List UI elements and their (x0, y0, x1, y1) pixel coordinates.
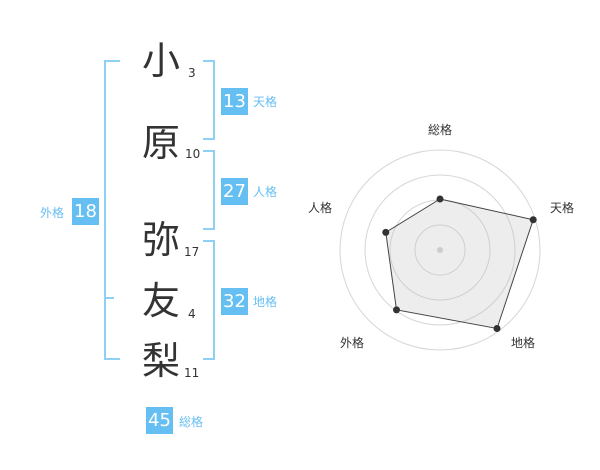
radar-point-3 (493, 324, 501, 332)
radar-point-1 (436, 195, 444, 203)
stroke-count-5: 11 (184, 366, 200, 380)
radar-axis-chikaku: 地格 (511, 336, 536, 350)
gaikaku-bracket (104, 60, 120, 360)
stroke-count-4: 4 (188, 307, 196, 321)
name-char-4: 友 (142, 279, 181, 323)
radar-axis-soukaku: 総格 (428, 123, 453, 137)
name-char-3: 弥 (142, 218, 181, 262)
jinkaku-badge: 27 (221, 178, 248, 205)
stroke-count-1: 3 (188, 66, 196, 80)
stroke-count-2: 10 (185, 147, 201, 161)
name-char-1: 小 (142, 39, 181, 83)
soukaku-label: 総格 (179, 415, 204, 429)
tenkaku-bracket (203, 60, 215, 140)
chikaku-label: 地格 (253, 295, 278, 309)
radar-axis-tenkaku: 天格 (550, 201, 575, 215)
chikaku-bracket (203, 240, 215, 360)
radar-ring-1 (414, 224, 466, 276)
radar-center (437, 247, 443, 253)
name-char-5: 梨 (142, 339, 181, 383)
jinkaku-label: 人格 (253, 185, 278, 199)
radar-point-2 (529, 216, 537, 224)
jinkaku-bracket (203, 150, 215, 230)
radar-point-5 (382, 228, 390, 236)
tenkaku-label: 天格 (253, 95, 278, 109)
radar-ring-3 (364, 174, 516, 326)
radar-axis-jinkaku: 人格 (308, 201, 333, 215)
radar-polygon (385, 198, 534, 330)
radar-ring-4 (339, 149, 541, 351)
name-char-2: 原 (142, 121, 181, 165)
tenkaku-badge: 13 (221, 88, 248, 115)
gaikaku-label: 外格 (40, 206, 65, 220)
chikaku-badge: 32 (221, 288, 248, 315)
radar-axis-gaikaku: 外格 (340, 336, 365, 350)
radar-point-4 (393, 306, 401, 314)
gaikaku-bracket-tick (104, 297, 114, 299)
gaikaku-badge: 18 (72, 198, 99, 225)
stroke-count-3: 17 (184, 245, 200, 259)
soukaku-badge: 45 (146, 407, 173, 434)
